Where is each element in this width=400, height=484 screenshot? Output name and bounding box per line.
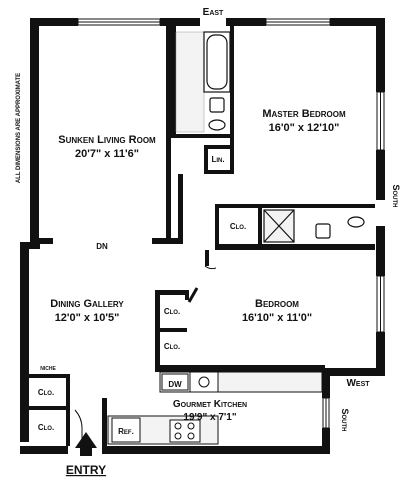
- kitchen-name: Gourmet Kitchen: [173, 399, 247, 410]
- kitchen-dims: 19'9" x 7'1": [183, 412, 236, 423]
- living-room-name: Sunken Living Room: [58, 134, 156, 146]
- bedroom-dims: 16'10" x 11'0": [242, 312, 312, 324]
- stairs-down-label: DN: [96, 242, 108, 251]
- niche-label: NICHE: [40, 366, 56, 372]
- dishwasher-label: DW: [168, 380, 182, 389]
- entry-arrow-icon: [75, 432, 97, 456]
- living-room-dims: 20'7" x 11'6": [75, 148, 139, 160]
- compass-south-lower: South: [340, 408, 350, 431]
- dimensions-disclaimer: ALL DIMENSIONS ARE APPROXIMATE: [16, 73, 22, 183]
- dining-gallery-dims: 12'0" x 10'5": [55, 312, 120, 324]
- toilet-icon: [347, 216, 365, 228]
- windows: [77, 18, 385, 429]
- refrigerator-label: Ref.: [118, 427, 134, 436]
- master-closet-label: Clo.: [230, 222, 246, 231]
- compass-south-upper: South: [391, 184, 400, 207]
- exterior-walls: [20, 18, 385, 454]
- bathtub-icon: [206, 34, 228, 90]
- refrigerator-icon: [111, 417, 141, 443]
- entry-label: ENTRY: [66, 463, 106, 477]
- stove-icon: [169, 419, 201, 443]
- interior-walls: [29, 26, 375, 446]
- bathroom-fixtures: [175, 31, 365, 243]
- kitchen-fixtures: [107, 371, 323, 445]
- compass-east: East: [203, 7, 224, 18]
- entry-closet-1-label: Clo.: [38, 388, 54, 397]
- master-bedroom-name: Master Bedroom: [262, 108, 346, 120]
- compass-west: West: [346, 378, 370, 389]
- master-bedroom-dims: 16'0" x 12'10": [269, 122, 340, 134]
- sink-icon: [315, 223, 331, 239]
- sink-icon: [209, 97, 225, 113]
- linen-closet-label: Lin.: [211, 155, 224, 164]
- toilet-icon: [208, 119, 226, 131]
- bedroom-closet-2-label: Clo.: [164, 342, 180, 351]
- dishwasher-icon: [161, 373, 189, 391]
- dining-gallery-name: Dining Gallery: [50, 298, 124, 310]
- entry-closet-2-label: Clo.: [38, 423, 54, 432]
- bedroom-closet-1-label: Clo.: [164, 307, 180, 316]
- bedroom-name: Bedroom: [255, 298, 299, 310]
